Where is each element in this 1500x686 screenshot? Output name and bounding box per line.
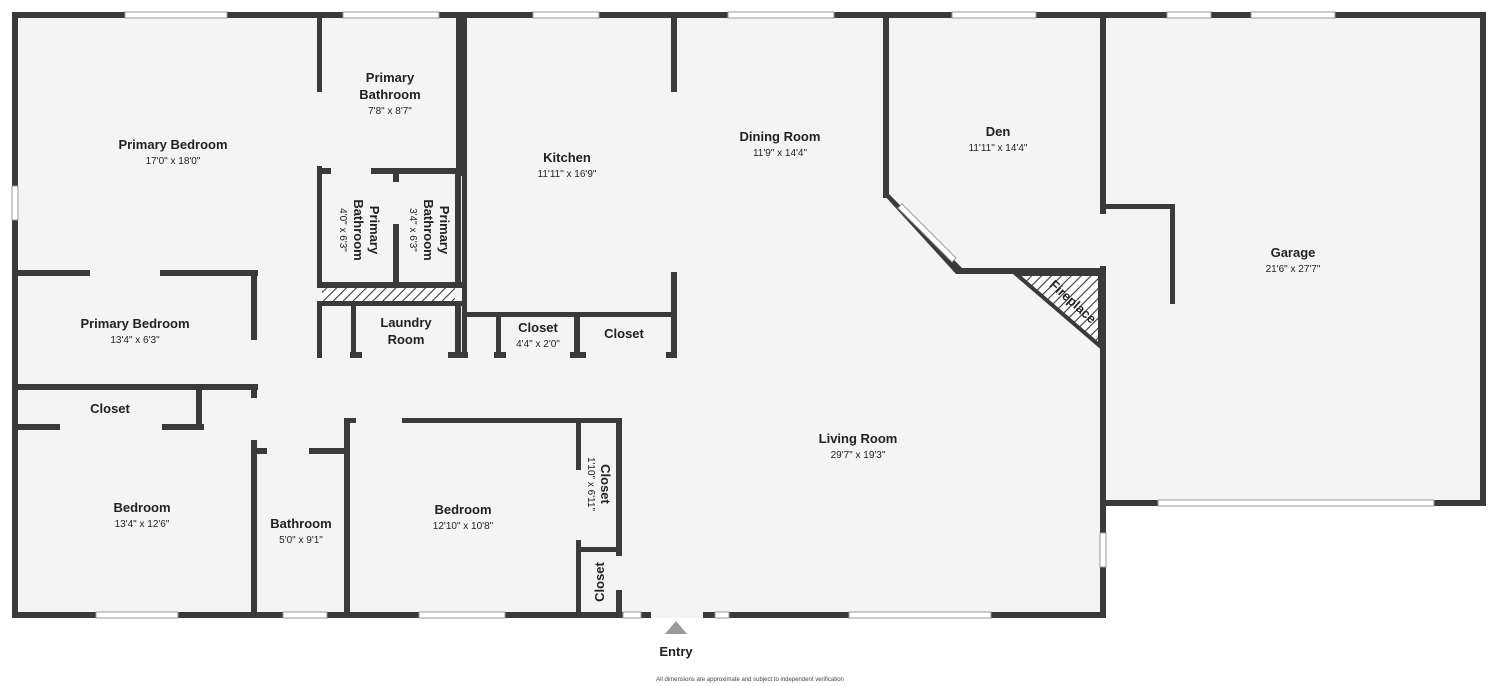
room-name-primary-bedroom-small: Primary Bedroom	[80, 316, 189, 331]
room-name-den: Den	[986, 124, 1011, 139]
room-name-bedroom-left: Bedroom	[113, 500, 170, 515]
floor-areas	[14, 14, 1484, 616]
room-name-living-room: Living Room	[819, 431, 898, 446]
room-name-closet-right: Closet	[604, 326, 644, 341]
room-dim-garage: 21'6" x 27'7"	[1266, 264, 1321, 275]
doors	[60, 92, 1106, 618]
room-dim-kitchen: 11'11" x 16'9"	[538, 169, 597, 180]
entry-arrow-icon	[665, 621, 687, 634]
room-dim-primary-bathroom-main: 7'8" x 8'7"	[368, 106, 412, 117]
room-name-laundry-line1: Laundry	[380, 315, 432, 330]
room-dim-closet-hall: 4'4" x 2'0"	[516, 339, 560, 350]
room-name-closet-left: Closet	[90, 401, 130, 416]
room-name-primary-bathroom-a-line1: Primary	[367, 206, 382, 255]
disclaimer: All dimensions are approximate and subje…	[656, 677, 844, 683]
room-dim-bathroom: 5'0" x 9'1"	[279, 535, 323, 546]
room-dim-bedroom-left: 13'4" x 12'6"	[115, 519, 170, 530]
room-name-primary-bathroom-a-line2: Bathroom	[351, 199, 366, 260]
room-name-primary-bedroom-main: Primary Bedroom	[118, 137, 227, 152]
room-name-kitchen: Kitchen	[543, 150, 591, 165]
room-dim-den: 11'11" x 14'4"	[969, 143, 1028, 154]
room-dim-primary-bedroom-main: 17'0" x 18'0"	[146, 156, 201, 167]
windows	[11, 11, 1435, 619]
room-name-primary-bathroom-b-line2: Bathroom	[421, 199, 436, 260]
entry-label: Entry	[659, 644, 693, 659]
room-dim-living-room: 29'7" x 19'3"	[831, 450, 886, 461]
room-dim-primary-bedroom-small: 13'4" x 6'3"	[110, 335, 160, 346]
room-name-dining-room: Dining Room	[740, 129, 821, 144]
walls	[12, 12, 1486, 618]
room-dim-primary-bathroom-b: 3'4" x 6'3"	[407, 208, 418, 252]
room-name-primary-bathroom-b-line1: Primary	[437, 206, 452, 255]
room-name-closet-hall: Closet	[518, 320, 558, 335]
room-name-laundry-line2: Room	[388, 332, 425, 347]
room-name-primary-bathroom-main-line2: Bathroom	[359, 87, 420, 102]
room-name-garage: Garage	[1271, 245, 1316, 260]
room-name-bathroom: Bathroom	[270, 516, 331, 531]
room-labels: Primary Bedroom 17'0" x 18'0" Primary Ba…	[80, 70, 1320, 683]
room-dim-bedroom-mid: 12'10" x 10'8"	[433, 521, 494, 532]
room-name-primary-bathroom-main-line1: Primary	[366, 70, 415, 85]
room-dim-dining-room: 11'9" x 14'4"	[753, 148, 808, 159]
room-dim-primary-bathroom-a: 4'0" x 6'3"	[337, 208, 348, 252]
room-name-closet-small: Closet	[592, 561, 607, 601]
room-dim-closet-vertical: 1'10" x 6'11"	[585, 457, 596, 512]
room-name-closet-vertical: Closet	[598, 464, 613, 504]
room-name-bedroom-mid: Bedroom	[434, 502, 491, 517]
